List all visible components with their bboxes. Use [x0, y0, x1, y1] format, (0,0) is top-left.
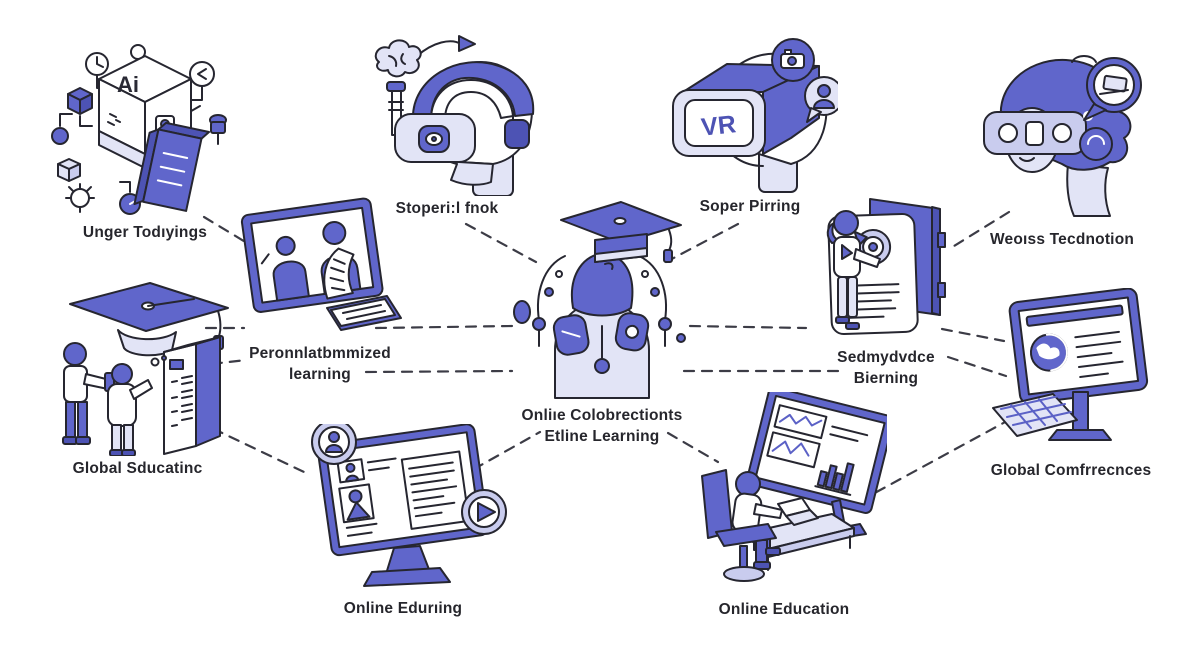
student-head: [734, 471, 761, 497]
node-label-vr-training: Stoperi:l fnok: [395, 200, 499, 217]
connector-hub-verified-top: [688, 324, 808, 330]
connector-vrsocial-hub: [664, 222, 740, 264]
ai-letter: Ai: [117, 72, 139, 97]
course-monitor-icon: [311, 424, 507, 587]
kiosk-side: [194, 336, 221, 447]
learner-headphones-icon: [513, 201, 686, 399]
node-label-verified-learning: Sedmydvdce Bierning: [837, 349, 935, 387]
monitor-stand: [1072, 391, 1089, 431]
node-global-conferences: Global Comfrrecnces: [985, 288, 1157, 481]
connector-courses-hub: [456, 430, 542, 480]
node-personalized-learning: Peronnlatbmmized learning: [235, 196, 405, 385]
node-label-global-education: Global Sducatinc: [72, 460, 203, 477]
headphone-cup: [1079, 127, 1113, 161]
node-ai-technology: Ai Unger Todıyings: [45, 42, 245, 243]
graduate-head: [110, 363, 133, 385]
student-desk-icon: [700, 392, 887, 582]
book-icon: [133, 121, 211, 212]
node-label-wearable-tech: Weoıss Tecdnotion: [989, 231, 1135, 248]
brain-icon: [374, 39, 422, 78]
headphone-left: [552, 314, 590, 356]
node-label-online-learning-hub: Onliıe Colobrectionts Etline Learning: [521, 407, 683, 445]
hair: [570, 253, 634, 317]
node-label-personalized-learning: Peronnlatbmmized learning: [249, 345, 391, 383]
id-card-icon: [826, 198, 946, 336]
ar-glasses-head-icon: [983, 55, 1142, 217]
headphone-right: [614, 312, 650, 352]
node-verified-learning: Sedmydvdce Bierning: [806, 193, 966, 389]
node-online-learning-hub: Onliıe Colobrectionts Etline Learning: [512, 198, 692, 447]
chair-base: [722, 566, 765, 582]
node-global-education: Global Sducatinc: [40, 278, 235, 479]
tassel: [663, 249, 673, 263]
person-silhouette: [272, 260, 310, 302]
vr-letters: VR: [699, 110, 736, 141]
hand-icon: [323, 247, 355, 300]
graduate-head: [62, 342, 87, 366]
connector-verified-conferences-top: [940, 327, 1006, 343]
connector-verified-conferences-bottom: [946, 355, 1008, 378]
connector-personalized-hub-bottom: [364, 369, 514, 374]
node-label-vr-social: Soper Pirring: [699, 198, 801, 215]
graduation-icon: [61, 282, 229, 456]
arrow-icon: [457, 35, 476, 52]
ai-cube-icon: Ai: [51, 44, 227, 215]
node-wearable-tech: Weoıss Tecdnotion: [974, 52, 1150, 250]
connector-education-conferences: [858, 419, 1009, 503]
connector-hub-education: [666, 431, 720, 464]
laptop-icon: [1102, 74, 1128, 93]
woman-hair: [832, 210, 859, 236]
node-online-education: Online Education: [680, 392, 888, 620]
node-vr-social: VR Soper Pirring: [660, 34, 840, 217]
node-label-online-education: Online Education: [718, 601, 850, 618]
connector-personalized-hub-top: [374, 324, 514, 330]
headset-strap: [411, 61, 534, 121]
connector-wearable-verified: [952, 210, 1011, 248]
vr-box-head-icon: VR: [671, 38, 838, 193]
chair-back: [700, 469, 733, 539]
bar-chart-icon: [816, 470, 828, 488]
video-call-monitor-icon: [240, 197, 402, 331]
vr-headset-brain-icon: [374, 35, 534, 196]
node-online-courses: Online Edurıing: [298, 424, 508, 619]
chair-seat: [714, 523, 777, 547]
node-label-global-conferences: Global Comfrrecnces: [990, 462, 1152, 479]
connector-vrtraining-hub: [464, 222, 538, 264]
node-vr-training: Stoperi:l fnok: [352, 34, 542, 219]
node-label-ai-technology: Unger Todıyings: [82, 224, 208, 241]
conference-monitor-icon: [992, 288, 1149, 441]
node-label-online-courses: Online Edurıing: [343, 600, 463, 617]
